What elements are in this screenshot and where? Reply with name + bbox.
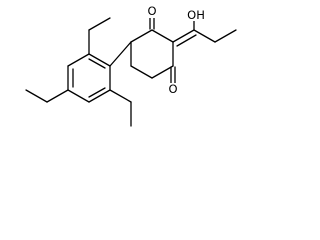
bond-bottom-ethyl-1 <box>109 89 132 103</box>
double-bond-inner-3 <box>88 87 106 98</box>
bond-ar1-ar2 <box>88 53 111 67</box>
ethyl-groups <box>25 17 132 127</box>
bond-c2-c7-a <box>172 29 195 43</box>
bond-c7-c8 <box>193 29 216 43</box>
bond-c5-c4 <box>130 65 153 79</box>
bond-ar5-ar6 <box>88 89 111 103</box>
oxygen-bottom-bg <box>167 83 179 96</box>
bond-ar4-ar5 <box>67 89 90 103</box>
bond-ring-aryl <box>109 41 132 67</box>
bond-top-ethyl-2 <box>88 17 111 31</box>
carbonyl-groups <box>149 15 176 85</box>
hydroxypropylidene-chain <box>172 19 237 47</box>
bond-left-ethyl-2 <box>25 89 48 103</box>
bond-ar2-ar3 <box>67 53 90 67</box>
bond-left-ethyl-1 <box>46 89 69 103</box>
bond-c2-c7-b <box>176 34 197 47</box>
oxygen-top-bg <box>146 5 158 18</box>
chemical-structure-diagram: O OH O <box>25 4 237 127</box>
benzene-ring <box>67 53 111 103</box>
double-bond-inner-1 <box>88 58 106 69</box>
bond-c8-c9 <box>214 29 237 43</box>
hydroxyl-bg <box>186 9 206 21</box>
oxygen-bottom-label: O <box>168 82 177 96</box>
cyclohexanedione-ring <box>130 29 174 79</box>
bond-c4-c3 <box>151 65 174 79</box>
bond-c1-c6 <box>130 29 153 43</box>
oxygen-top-label: O <box>147 4 156 18</box>
bond-c2-c1 <box>151 29 174 43</box>
hydroxyl-label: OH <box>187 8 205 22</box>
atom-labels: O OH O <box>146 4 206 96</box>
